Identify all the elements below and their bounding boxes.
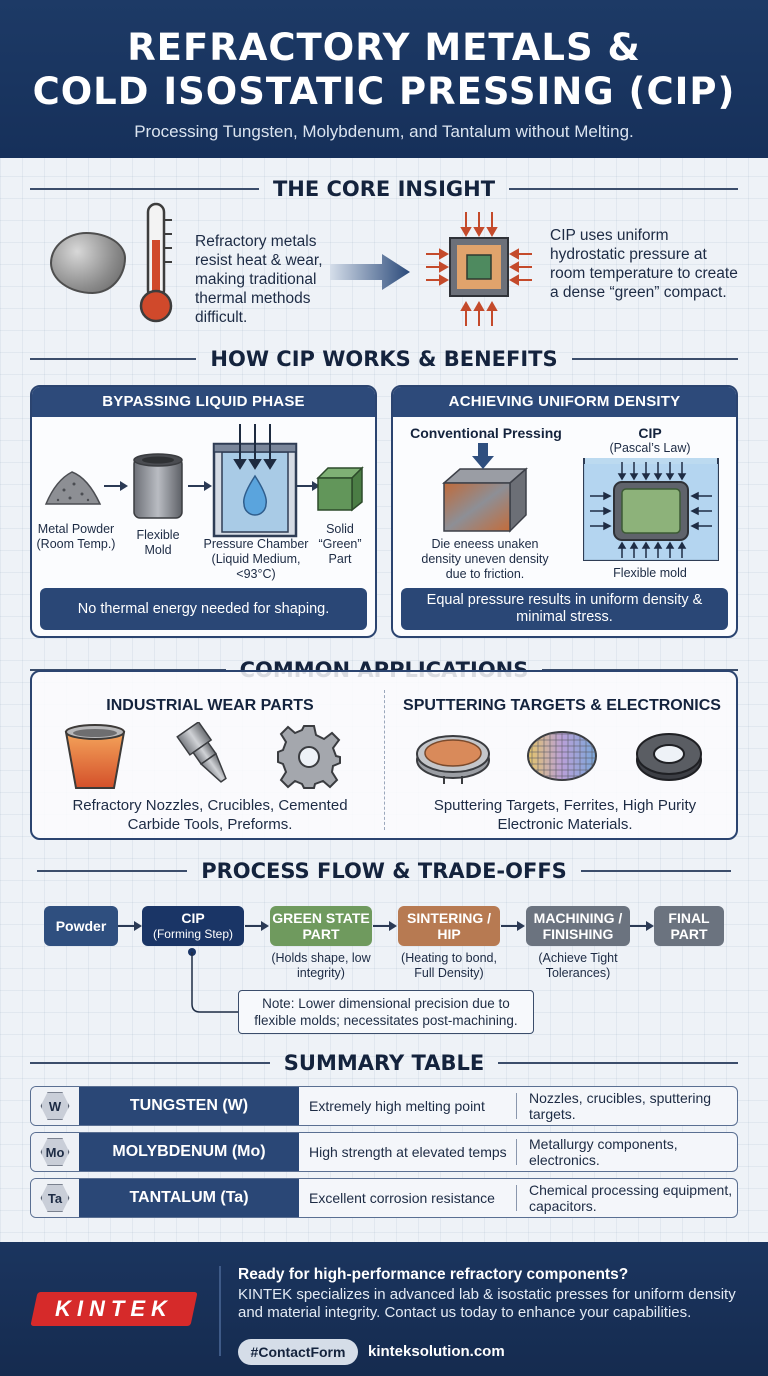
precision-callout: Note: Lower dimensional precision due to… [238,990,534,1034]
website-link[interactable]: kinteksolution.com [368,1343,505,1360]
metal-rock-icon [50,232,126,294]
powder-pile-icon [44,471,102,505]
core-right-text: CIP uses uniform hydrostatic pressure at… [550,227,738,301]
nozzle-icon [176,722,227,783]
element-symbol-badge: Ta [40,1184,70,1212]
flow-step-green-state: GREEN STATE PART [270,906,372,946]
flow-step-cip: CIP(Forming Step) [142,906,244,946]
cip-vessel-icon [583,458,719,561]
gear-icon [277,725,341,789]
sputtering-heading: SPUTTERING TARGETS & ELECTRONICS [403,697,721,714]
cip-label: CIP [638,425,662,441]
equal-pressure-note: Equal pressure results in uniform densit… [401,588,728,630]
conventional-pressing-label: Conventional Pressing [410,425,562,441]
wear-parts-heading: INDUSTRIAL WEAR PARTS [106,697,314,714]
page-title-line2: COLD ISOSTATIC PRESSING (CIP) [32,70,736,113]
conventional-press-block-icon [442,443,528,533]
contact-form-button[interactable]: #ContactForm [238,1339,358,1365]
element-uses: Metallurgy components, electronics. [529,1136,678,1168]
footer: KINTEK Ready for high-performance refrac… [0,1242,768,1376]
pressure-chamber-icon [212,424,298,538]
cip-compression-icon [426,212,532,326]
element-property: Extremely high melting point [299,1093,517,1119]
bypassing-liquid-heading: BYPASSING LIQUID PHASE [32,387,375,417]
element-name: TUNGSTEN (W) [79,1087,299,1125]
step-metal-powder-label: Metal Powder (Room Temp.) [36,522,116,551]
flexible-mold-caption: Flexible mold [613,566,687,580]
footer-divider [219,1266,221,1356]
page-subtitle: Processing Tungsten, Molybdenum, and Tan… [134,122,634,141]
process-flow-heading: PROCESS FLOW & TRADE-OFFS [30,856,738,886]
flow-arrow-icon [118,921,142,931]
step-green-part-label: Solid “Green” Part [318,522,362,566]
green-part-cube-icon [316,466,364,512]
table-row: Mo MOLYBDENUM (Mo) High strength at elev… [30,1132,738,1172]
table-row: W TUNGSTEN (W) Extremely high melting po… [30,1086,738,1126]
header-banner: REFRACTORY METALS & COLD ISOSTATIC PRESS… [0,0,768,158]
callout-connector [188,948,246,1013]
element-property: High strength at elevated temps [299,1139,517,1165]
step-pressure-chamber-label: Pressure Chamber (Liquid Medium, <93°C) [203,537,309,581]
no-thermal-energy-note: No thermal energy needed for shaping. [40,588,367,630]
wafer-icon [527,731,597,781]
conventional-caption: Die eneess unaken density uneven density… [421,537,549,581]
flow-arrow-icon [245,921,269,931]
uniform-density-heading: ACHIEVING UNIFORM DENSITY [393,387,736,417]
right-arrow-icon [330,254,410,290]
flow-step-powder: Powder [44,906,118,946]
sintering-note: (Heating to bond, Full Density) [401,951,497,980]
step-flexible-mold-label: Flexible Mold [136,528,180,557]
pascals-law-label: (Pascal’s Law) [609,441,691,455]
arrow-icon [104,481,128,491]
element-name: TANTALUM (Ta) [79,1179,299,1217]
core-left-text: Refractory metals resist heat & wear, ma… [195,233,323,326]
flow-arrow-icon [501,921,525,931]
sputtering-target-icon [416,735,490,784]
flow-arrow-icon [630,921,654,931]
how-cip-heading: HOW CIP WORKS & BENEFITS [30,344,739,374]
footer-body: KINTEK specializes in advanced lab & iso… [238,1286,736,1321]
applications-divider [384,690,385,830]
flexible-mold-icon [133,453,183,519]
footer-title: Ready for high-performance refractory co… [238,1266,629,1283]
green-state-note: (Holds shape, low integrity) [271,951,371,980]
element-name: MOLYBDENUM (Mo) [79,1133,299,1171]
arrow-icon [296,481,320,491]
element-symbol-badge: Mo [40,1138,70,1166]
core-insight-heading: THE CORE INSIGHT [30,174,738,204]
sputtering-description: Sputtering Targets, Ferrites, High Purit… [433,797,697,833]
table-row: Ta TANTALUM (Ta) Excellent corrosion res… [30,1178,738,1218]
ferrite-ring-icon [636,733,702,781]
wear-parts-description: Refractory Nozzles, Crucibles, Cemented … [72,797,348,833]
machining-note: (Achieve Tight Tolerances) [538,951,618,980]
element-property: Excellent corrosion resistance [299,1185,517,1211]
flow-arrow-icon [373,921,397,931]
element-uses: Nozzles, crucibles, sputtering targets. [529,1090,712,1122]
flow-step-sintering: SINTERING / HIP [398,906,500,946]
crucible-icon [64,724,126,789]
thermometer-icon [139,202,173,323]
flow-step-machining: MACHINING / FINISHING [526,906,630,946]
kintek-logo[interactable]: KINTEK [30,1292,198,1326]
element-symbol-badge: W [40,1092,70,1120]
element-uses: Chemical processing equipment, capacitor… [529,1182,733,1214]
flow-step-final-part: FINAL PART [654,906,724,946]
page-title-line1: REFRACTORY METALS & [127,26,641,69]
arrow-icon [188,481,212,491]
summary-table-heading: SUMMARY TABLE [30,1048,739,1078]
